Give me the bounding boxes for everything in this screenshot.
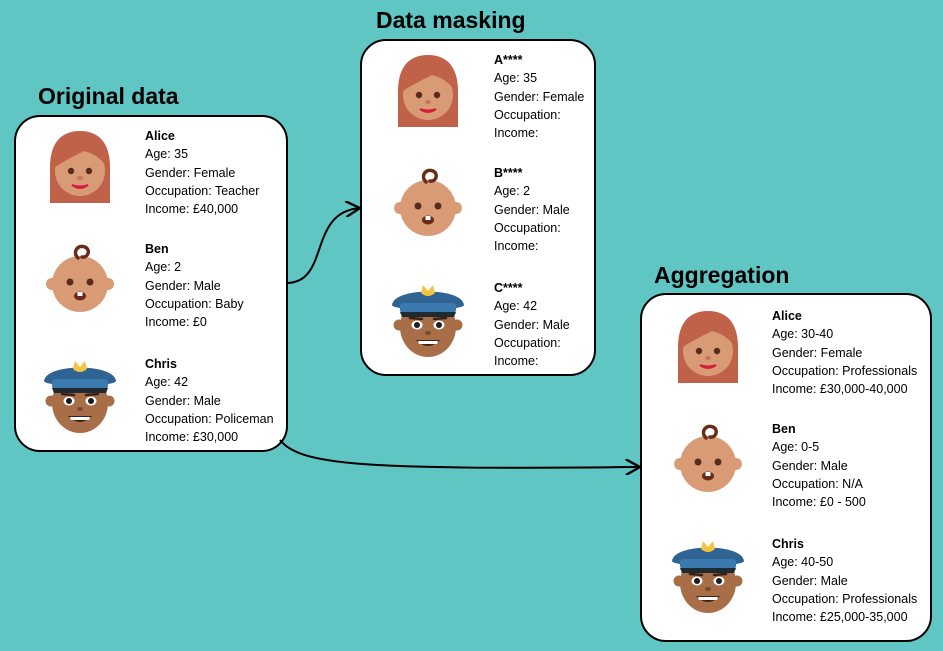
record-name: Ben (772, 422, 796, 436)
record-age: Age: 30-40 (772, 327, 834, 342)
police-officer-face-icon (388, 279, 468, 359)
record-age: Age: 35 (494, 71, 538, 86)
record-income: Income: (494, 239, 539, 254)
woman-face-icon (668, 307, 748, 387)
record-age: Age: 42 (145, 375, 189, 390)
police-officer-face-icon (40, 355, 120, 435)
record-gender: Gender: Female (494, 89, 585, 104)
data-masking-title: Data masking (376, 7, 526, 33)
record-gender: Gender: Female (772, 345, 863, 360)
record-occupation: Occupation: N/A (772, 476, 864, 491)
record-income: Income: £0 (145, 315, 207, 330)
record-gender: Gender: Male (494, 202, 570, 217)
woman-face-icon (40, 127, 120, 207)
record-occupation: Occupation: (494, 107, 561, 122)
record-occupation: Occupation: Baby (145, 296, 244, 311)
record-age: Age: 2 (145, 260, 182, 275)
record-age: Age: 2 (494, 184, 531, 199)
record-occupation: Occupation: Professionals (772, 591, 918, 606)
record-name: Alice (145, 129, 175, 143)
record-name: Chris (772, 537, 804, 551)
record-income: Income: £30,000-40,000 (772, 382, 908, 397)
record-gender: Gender: Female (145, 165, 236, 180)
record-name: Alice (772, 309, 802, 323)
record-occupation: Occupation: Teacher (145, 183, 260, 198)
record-income: Income: £40,000 (145, 202, 239, 217)
record-occupation: Occupation: (494, 220, 561, 235)
record-age: Age: 42 (494, 299, 538, 314)
record-name: Chris (145, 357, 177, 371)
record-occupation: Occupation: Policeman (145, 411, 274, 426)
arrow-to-masking (287, 208, 360, 284)
record-name: C**** (494, 281, 523, 295)
record-age: Age: 40-50 (772, 555, 834, 570)
aggregation-title: Aggregation (654, 262, 790, 288)
record-income: Income: (494, 354, 539, 369)
record-gender: Gender: Male (494, 317, 570, 332)
record-gender: Gender: Male (145, 278, 221, 293)
record-gender: Gender: Male (145, 393, 221, 408)
record-age: Age: 35 (145, 147, 189, 162)
record-income: Income: (494, 126, 539, 141)
baby-face-icon (40, 240, 120, 320)
record-income: Income: £30,000 (145, 430, 239, 445)
record-income: Income: £0 - 500 (772, 495, 866, 510)
record-occupation: Occupation: Professionals (772, 363, 918, 378)
record-occupation: Occupation: (494, 335, 561, 350)
police-officer-face-icon (668, 535, 748, 615)
baby-face-icon (668, 420, 748, 500)
record-income: Income: £25,000-35,000 (772, 610, 908, 625)
woman-face-icon (388, 51, 468, 131)
record-name: A**** (494, 53, 523, 67)
record-name: B**** (494, 166, 523, 180)
original-data-title: Original data (38, 83, 179, 109)
baby-face-icon (388, 164, 468, 244)
arrow-to-aggregation (279, 439, 640, 468)
record-name: Ben (145, 242, 169, 256)
record-gender: Gender: Male (772, 458, 848, 473)
record-gender: Gender: Male (772, 573, 848, 588)
record-age: Age: 0-5 (772, 440, 820, 455)
